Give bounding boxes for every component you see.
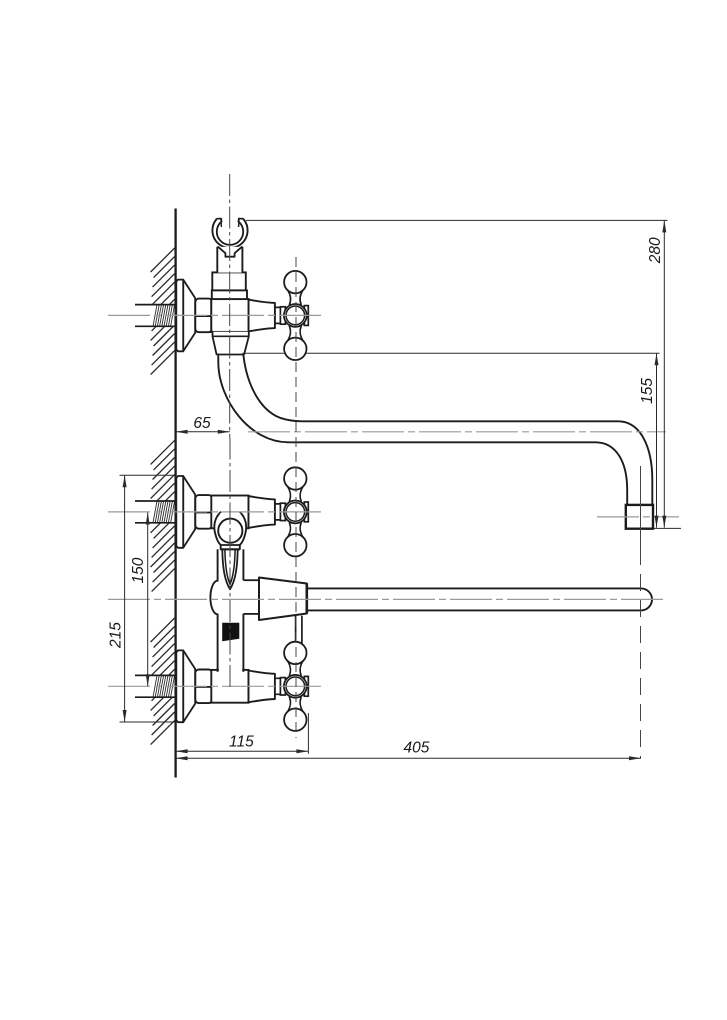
- svg-text:150: 150: [130, 557, 147, 583]
- svg-text:115: 115: [229, 733, 254, 750]
- svg-text:155: 155: [639, 378, 656, 404]
- svg-text:405: 405: [403, 740, 429, 757]
- svg-text:280: 280: [647, 237, 664, 264]
- svg-text:215: 215: [107, 622, 124, 649]
- svg-text:65: 65: [193, 415, 211, 432]
